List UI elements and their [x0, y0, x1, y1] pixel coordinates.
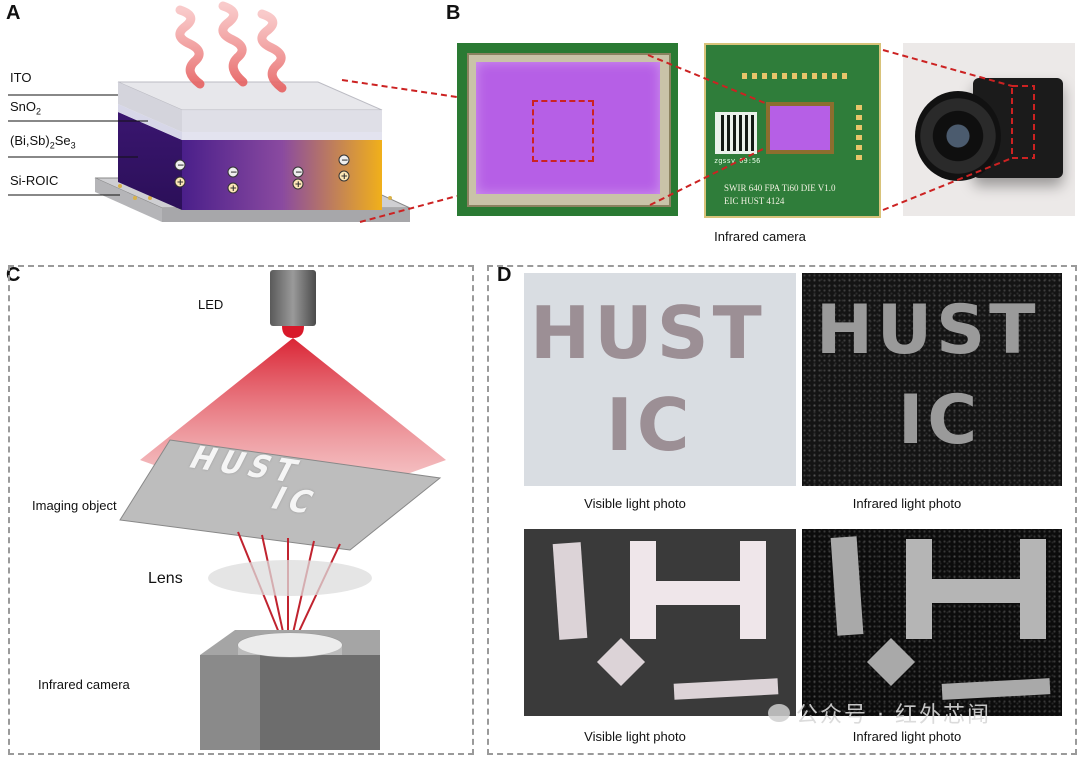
- board-text-line1: SWIR 640 FPA Ti60 DIE V1.0: [724, 183, 836, 193]
- svg-text:+: +: [230, 184, 238, 194]
- panel-a-label: A: [6, 2, 21, 24]
- shape-bar-bottom: [673, 678, 779, 700]
- panel-c-frame: [8, 265, 474, 755]
- panel-b-label: B: [446, 2, 461, 24]
- pcb-pads-right: [856, 105, 862, 165]
- sno2-label-base: SnO: [10, 99, 37, 114]
- watermark-text: 公众号 · 红外芯闻: [796, 703, 991, 728]
- bise-label-mid: Se: [54, 133, 71, 148]
- svg-text:+: +: [341, 172, 349, 182]
- qr-code-icon: [715, 112, 757, 154]
- lens-icon: [208, 560, 372, 596]
- sno2-label-sub: 2: [36, 106, 42, 117]
- panel-d-frame: [487, 265, 1077, 755]
- svg-text:−: −: [177, 161, 185, 171]
- pcb-pads-top: [742, 73, 852, 79]
- zoom-connectors: [341, 49, 1035, 223]
- qr-code-text: zgssy 09:56: [714, 157, 761, 165]
- imaging-setup-diagram: [119, 270, 446, 750]
- ir-shape-h: [906, 539, 1046, 639]
- infrared-hust-text: HUST: [816, 291, 1040, 370]
- camera-lens-icon: [915, 91, 1001, 181]
- bise-label-sub2: 3: [70, 140, 76, 151]
- ir-shape-bar-left: [830, 536, 864, 636]
- board-text-line2: EIC HUST 4124: [724, 196, 785, 206]
- svg-text:+: +: [177, 178, 185, 188]
- infrared-camera-photo: [903, 43, 1075, 216]
- visible-hust-text: HUST: [530, 291, 766, 375]
- svg-text:+: +: [295, 180, 303, 190]
- lens-label: Lens: [148, 570, 183, 587]
- camera-box-body: [260, 655, 380, 750]
- sensor-array: [476, 62, 660, 194]
- panel-d-label: D: [497, 264, 512, 286]
- caption-top-left: Visible light photo: [584, 496, 686, 511]
- pcb-sensor-chip: [766, 102, 834, 154]
- infrared-photo-hust: HUST IC: [802, 273, 1062, 486]
- infrared-camera-caption: Infrared camera: [714, 229, 806, 244]
- infrared-waves-icon: [175, 1, 287, 93]
- led-icon: [270, 270, 316, 326]
- infrared-camera-label: Infrared camera: [38, 677, 130, 692]
- caption-bottom-left: Visible light photo: [584, 729, 686, 744]
- ito-label: ITO: [10, 70, 32, 85]
- visible-ic-text: IC: [606, 383, 694, 467]
- caption-bottom-right: Infrared light photo: [852, 729, 962, 744]
- si-roic-label: Si-ROIC: [10, 173, 59, 188]
- ir-shape-diamond: [866, 637, 916, 687]
- led-label: LED: [198, 297, 224, 312]
- caption-top-right: Infrared light photo: [852, 496, 962, 511]
- zoom-region-box: [532, 100, 594, 162]
- sno2-label: SnO2: [10, 99, 41, 117]
- wechat-icon: [768, 704, 790, 722]
- svg-text:−: −: [230, 168, 238, 178]
- imaging-object-plane: [119, 439, 442, 551]
- charge-carriers: − + − + − + − +: [174, 154, 350, 194]
- watermark: 公众号 · 红外芯闻: [768, 697, 991, 729]
- shape-h: [630, 541, 766, 639]
- infrared-photo-shapes: [802, 529, 1062, 716]
- bise-label: (Bi,Sb)2Se3: [10, 133, 76, 151]
- infrared-ic-text: IC: [898, 381, 982, 460]
- device-stack-diagram: − + − + − + − +: [8, 1, 411, 222]
- sno2-layer: [182, 132, 382, 140]
- shape-bar-left: [552, 542, 588, 640]
- pcb-board-photo: zgssy 09:56 SWIR 640 FPA Ti60 DIE V1.0 E…: [704, 43, 881, 218]
- visible-photo-shapes: [524, 529, 796, 716]
- shape-diamond: [596, 637, 646, 687]
- fpa-chip-photo: [457, 43, 678, 216]
- svg-text:−: −: [341, 156, 349, 166]
- imaging-object-label: Imaging object: [32, 498, 117, 513]
- visible-photo-hust: HUST IC: [524, 273, 796, 486]
- bise-label-sub1: 2: [49, 140, 55, 151]
- svg-text:−: −: [295, 168, 303, 178]
- bise-label-pre: (Bi,Sb): [10, 133, 50, 148]
